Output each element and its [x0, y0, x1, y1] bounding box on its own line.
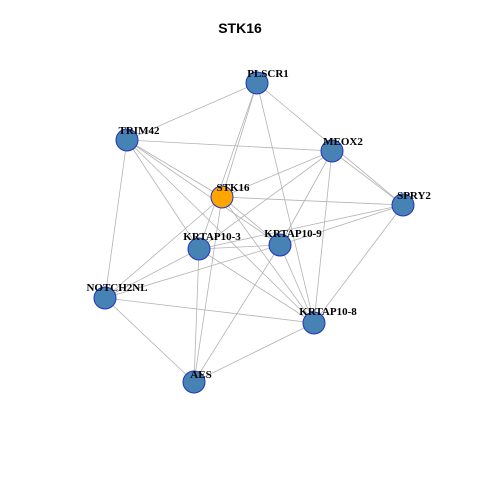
- edge-krtap10-3-aes: [193, 248, 200, 383]
- edge-krtap10-9-krtap10-8: [279, 244, 315, 324]
- edge-plscr1-krtap10-3: [198, 82, 258, 250]
- edge-spry2-krtap10-9: [279, 204, 404, 246]
- edge-spry2-krtap10-3: [198, 204, 404, 250]
- node-label-krtap10-8: KRTAP10-8: [299, 306, 357, 318]
- edge-meox2-krtap10-8: [313, 150, 333, 324]
- edge-aes-krtap10-8: [193, 322, 315, 383]
- edges-layer: [104, 82, 404, 383]
- node-label-spry2: SPRY2: [397, 190, 431, 202]
- edge-trim42-krtap10-8: [126, 139, 315, 324]
- node-krtap10-9: [268, 233, 292, 257]
- node-label-krtap10-3: KRTAP10-3: [183, 231, 241, 243]
- edge-trim42-krtap10-9: [126, 139, 281, 246]
- chart-title: STK16: [218, 20, 262, 36]
- node-label-stk16: STK16: [216, 182, 250, 194]
- edge-trim42-stk16: [126, 139, 223, 198]
- node-plscr1: [245, 71, 269, 95]
- edge-meox2-krtap10-3: [198, 150, 333, 250]
- edge-stk16-krtap10-9: [221, 196, 281, 246]
- edge-stk16-aes: [193, 196, 223, 383]
- node-spry2: [391, 193, 415, 217]
- edge-trim42-notch2nl: [104, 139, 128, 299]
- node-meox2: [320, 139, 344, 163]
- edge-stk16-notch2nl: [104, 196, 223, 299]
- edge-plscr1-krtap10-8: [256, 82, 315, 324]
- edge-notch2nl-aes: [104, 297, 195, 383]
- edge-spry2-krtap10-8: [313, 204, 404, 324]
- edge-stk16-spry2: [221, 196, 404, 206]
- edge-plscr1-trim42: [126, 82, 258, 141]
- edge-trim42-krtap10-3: [126, 139, 200, 250]
- edge-krtap10-3-krtap10-8: [198, 248, 315, 324]
- edge-meox2-spry2: [331, 150, 404, 206]
- node-krtap10-3: [187, 237, 211, 261]
- edge-plscr1-stk16: [221, 82, 258, 198]
- node-label-notch2nl: NOTCH2NL: [86, 282, 147, 294]
- edge-krtap10-3-krtap10-9: [198, 244, 281, 250]
- node-label-krtap10-9: KRTAP10-9: [264, 228, 322, 240]
- node-label-plscr1: PLSCR1: [247, 68, 289, 80]
- edge-krtap10-9-notch2nl: [104, 244, 281, 299]
- node-label-aes: AES: [190, 369, 211, 381]
- node-stk16: [210, 185, 234, 209]
- node-label-meox2: MEOX2: [323, 136, 363, 148]
- node-trim42: [115, 128, 139, 152]
- edge-notch2nl-krtap10-8: [104, 297, 315, 324]
- edge-trim42-meox2: [126, 139, 333, 152]
- node-krtap10-8: [302, 311, 326, 335]
- node-notch2nl: [93, 286, 117, 310]
- node-label-trim42: TRIM42: [119, 125, 160, 137]
- edge-stk16-krtap10-8: [221, 196, 315, 324]
- nodes-layer: [93, 71, 415, 394]
- node-aes: [182, 370, 206, 394]
- edge-meox2-stk16: [221, 150, 333, 198]
- edge-krtap10-3-notch2nl: [104, 248, 200, 299]
